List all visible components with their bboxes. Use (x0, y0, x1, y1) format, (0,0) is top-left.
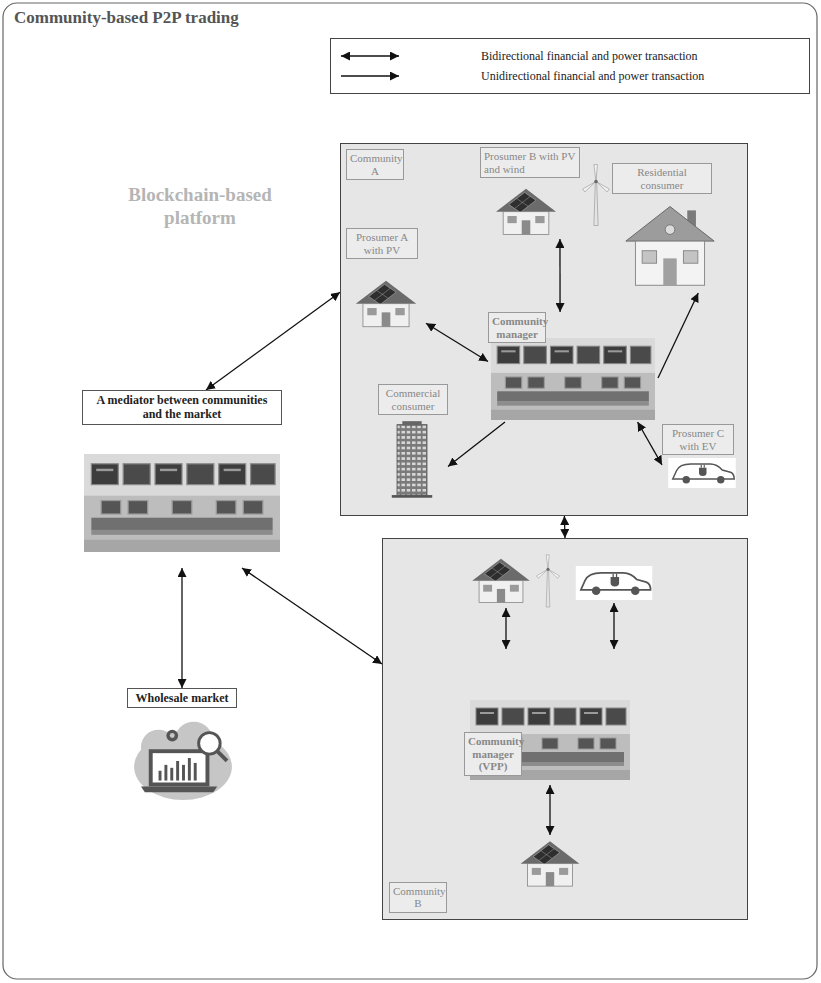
node-label: Prosumer B with PV and wind (480, 147, 580, 178)
flow-arrow (426, 323, 488, 361)
legend-text: Unidirectional financial and power trans… (481, 69, 704, 84)
prosumer-node: Prosumer A with PV (346, 228, 426, 340)
node-label: Community manager (VPP) (464, 732, 522, 776)
node-label: Community B (389, 882, 447, 913)
legend-text: Bidirectional financial and power transa… (481, 49, 698, 64)
pv-house-picture (472, 559, 530, 603)
node-label: Residential consumer (612, 163, 712, 194)
pv-house-picture (521, 841, 580, 886)
flow-arrow (638, 422, 662, 465)
mediator-node: A mediator between communities and the m… (82, 390, 282, 568)
control-room-picture (84, 454, 280, 552)
prosumer-node: Prosumer C with EV (662, 424, 742, 490)
flow-arrow (549, 785, 550, 835)
node-label: A mediator between communities and the m… (82, 390, 282, 425)
node-label: Prosumer C with EV (662, 424, 734, 455)
flow-arrow (206, 292, 340, 390)
control-room-picture (491, 338, 655, 420)
manager-node: Community manager (488, 312, 658, 422)
pv-house-picture (496, 189, 556, 235)
flow-arrow (559, 239, 560, 312)
node-label: Commercial consumer (378, 384, 448, 415)
market-node: Wholesale market (100, 688, 264, 804)
consumer-node: Commercial consumer (378, 384, 448, 502)
legend-sample (339, 47, 401, 65)
flow-arrow (448, 422, 505, 467)
wind-turbine-picture (583, 165, 610, 226)
ev-picture (576, 566, 653, 600)
flow-arrow (658, 293, 698, 378)
legend-sample (339, 67, 401, 85)
flow-arrow (564, 516, 566, 538)
node-label: Prosumer A with PV (346, 228, 418, 259)
house-picture (626, 207, 714, 286)
flow-arrow (242, 568, 382, 664)
outer-frame (3, 3, 817, 979)
pv-house-picture (356, 281, 416, 327)
platform-label: Blockchain-based platform (105, 184, 295, 230)
community-region: Community B Community manager (VPP) (382, 538, 748, 920)
ev-picture (668, 458, 736, 488)
flow-arrow (181, 568, 182, 688)
node-label: Wholesale market (127, 688, 238, 708)
legend-arrow (341, 75, 399, 76)
node-label: Community manager (488, 312, 546, 343)
legend-box: Bidirectional financial and power transa… (330, 38, 810, 94)
diagram-title: Community-based P2P trading (14, 8, 239, 28)
legend-row: Bidirectional financial and power transa… (331, 47, 809, 67)
community-region: Community A Prosumer B with PV and windRe… (340, 143, 748, 516)
building-picture (392, 421, 432, 498)
manager-node: Community manager (VPP) (458, 652, 642, 782)
prosumer-node: Prosumer B with PV and wind (480, 147, 610, 239)
market-picture (134, 722, 232, 800)
consumer-node: Residential consumer (612, 163, 727, 293)
legend-arrow (341, 55, 399, 56)
wind-turbine-picture (537, 555, 560, 607)
flow-arrow (613, 603, 614, 649)
flow-arrow (505, 608, 506, 649)
community-ground (340, 143, 748, 516)
legend-row: Unidirectional financial and power trans… (331, 67, 809, 87)
node-label: Community A (346, 149, 404, 180)
community-ground (382, 538, 748, 920)
